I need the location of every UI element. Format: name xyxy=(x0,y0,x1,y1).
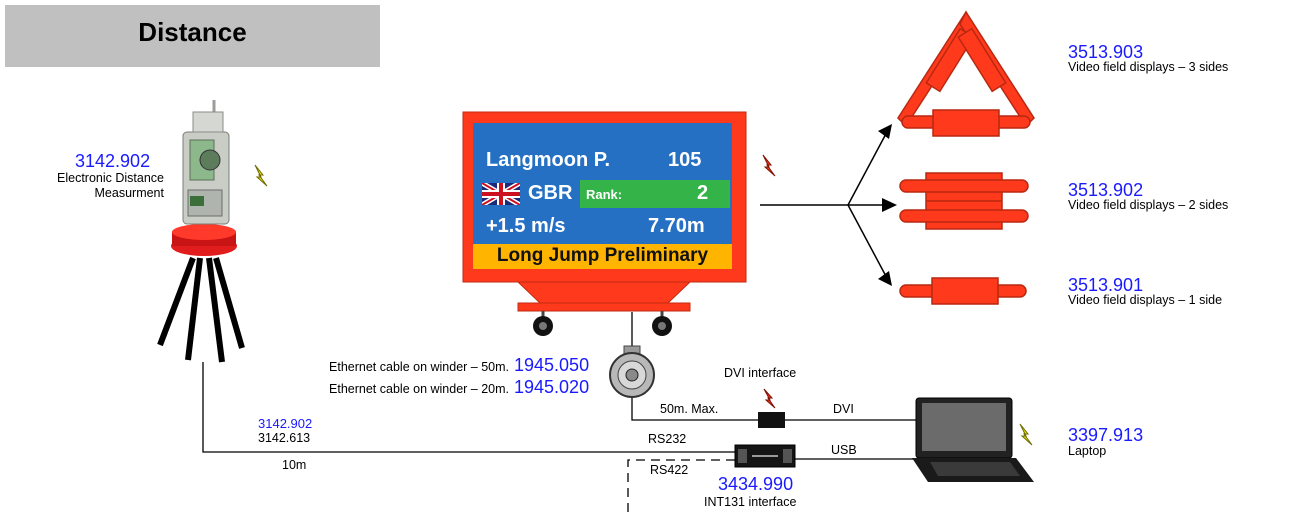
usb-label: USB xyxy=(831,443,857,457)
winder-20m-label: Ethernet cable on winder – 20m. xyxy=(329,382,509,396)
display-1-code: 3513.901 xyxy=(1068,275,1144,295)
rank-label: Rank: xyxy=(586,187,623,202)
edm-tripod xyxy=(157,224,245,363)
edm-label-line1: Electronic Distance xyxy=(57,171,164,185)
winder-20m-code: 1945.020 xyxy=(514,377,590,397)
scoreboard-wireless-icon xyxy=(762,154,776,177)
dvi-signal-icon xyxy=(763,388,776,409)
rank-box xyxy=(580,180,730,208)
cable-code-top: 3142.902 xyxy=(258,416,313,431)
display-arrows xyxy=(760,129,889,281)
cable-winder-icon xyxy=(609,345,655,398)
display-3-code: 3513.903 xyxy=(1068,42,1144,62)
int131-code: 3434.990 xyxy=(718,474,794,494)
rank-value: 2 xyxy=(697,182,709,204)
arrow-head-2-sides xyxy=(882,198,897,212)
dvi-interface-label: DVI interface xyxy=(724,366,797,380)
cable-length: 10m xyxy=(282,458,307,472)
edm-cable xyxy=(202,362,735,453)
cable-code-bottom: 3142.613 xyxy=(258,431,311,445)
display-2-code: 3513.902 xyxy=(1068,180,1144,200)
rs422-label: RS422 xyxy=(650,463,689,477)
title-box xyxy=(5,5,380,67)
edm-instrument-icon xyxy=(182,100,230,225)
video-display-2-sides-icon xyxy=(899,172,1029,230)
laptop-wireless-icon xyxy=(1019,423,1033,446)
edm-code: 3142.902 xyxy=(75,151,151,171)
winder-50m-code: 1945.050 xyxy=(514,355,590,375)
dvi-interface-box xyxy=(758,412,785,428)
dvi-link-label: DVI xyxy=(833,402,854,416)
edm-wireless-icon xyxy=(254,164,268,187)
laptop-label: Laptop xyxy=(1068,444,1107,458)
athlete-name: Langmoon P. xyxy=(486,149,611,171)
video-display-3-sides-icon xyxy=(897,10,1035,137)
winder-50m-label: Ethernet cable on winder – 50m. xyxy=(329,360,509,374)
athlete-bib: 105 xyxy=(668,149,702,171)
event-box xyxy=(473,244,732,269)
dvi-cable xyxy=(631,398,758,421)
display-2-label: Video field displays – 2 sides xyxy=(1068,198,1229,212)
rs422-cable xyxy=(627,459,735,517)
laptop-code: 3397.913 xyxy=(1068,425,1144,445)
arrow-head-1-side xyxy=(878,271,892,286)
edm-label-line2: Measurment xyxy=(94,186,164,200)
dvi-max-length: 50m. Max. xyxy=(660,402,719,416)
arrow-head-3-sides xyxy=(878,124,892,139)
video-display-1-side-icon xyxy=(899,277,1027,305)
jump-result: 7.70m xyxy=(648,215,705,237)
page-title: Distance xyxy=(138,17,247,47)
gbr-flag xyxy=(482,183,520,205)
display-1-label: Video field displays – 1 side xyxy=(1068,293,1223,307)
display-3-label: Video field displays – 3 sides xyxy=(1068,60,1229,74)
event-name: Long Jump Preliminary xyxy=(496,245,709,266)
laptop-icon xyxy=(912,397,1034,482)
wind-speed: +1.5 m/s xyxy=(486,215,566,237)
athlete-country: GBR xyxy=(528,182,573,204)
int131-interface-icon xyxy=(734,444,796,468)
int131-label: INT131 interface xyxy=(704,495,797,509)
rs232-label: RS232 xyxy=(648,432,687,446)
